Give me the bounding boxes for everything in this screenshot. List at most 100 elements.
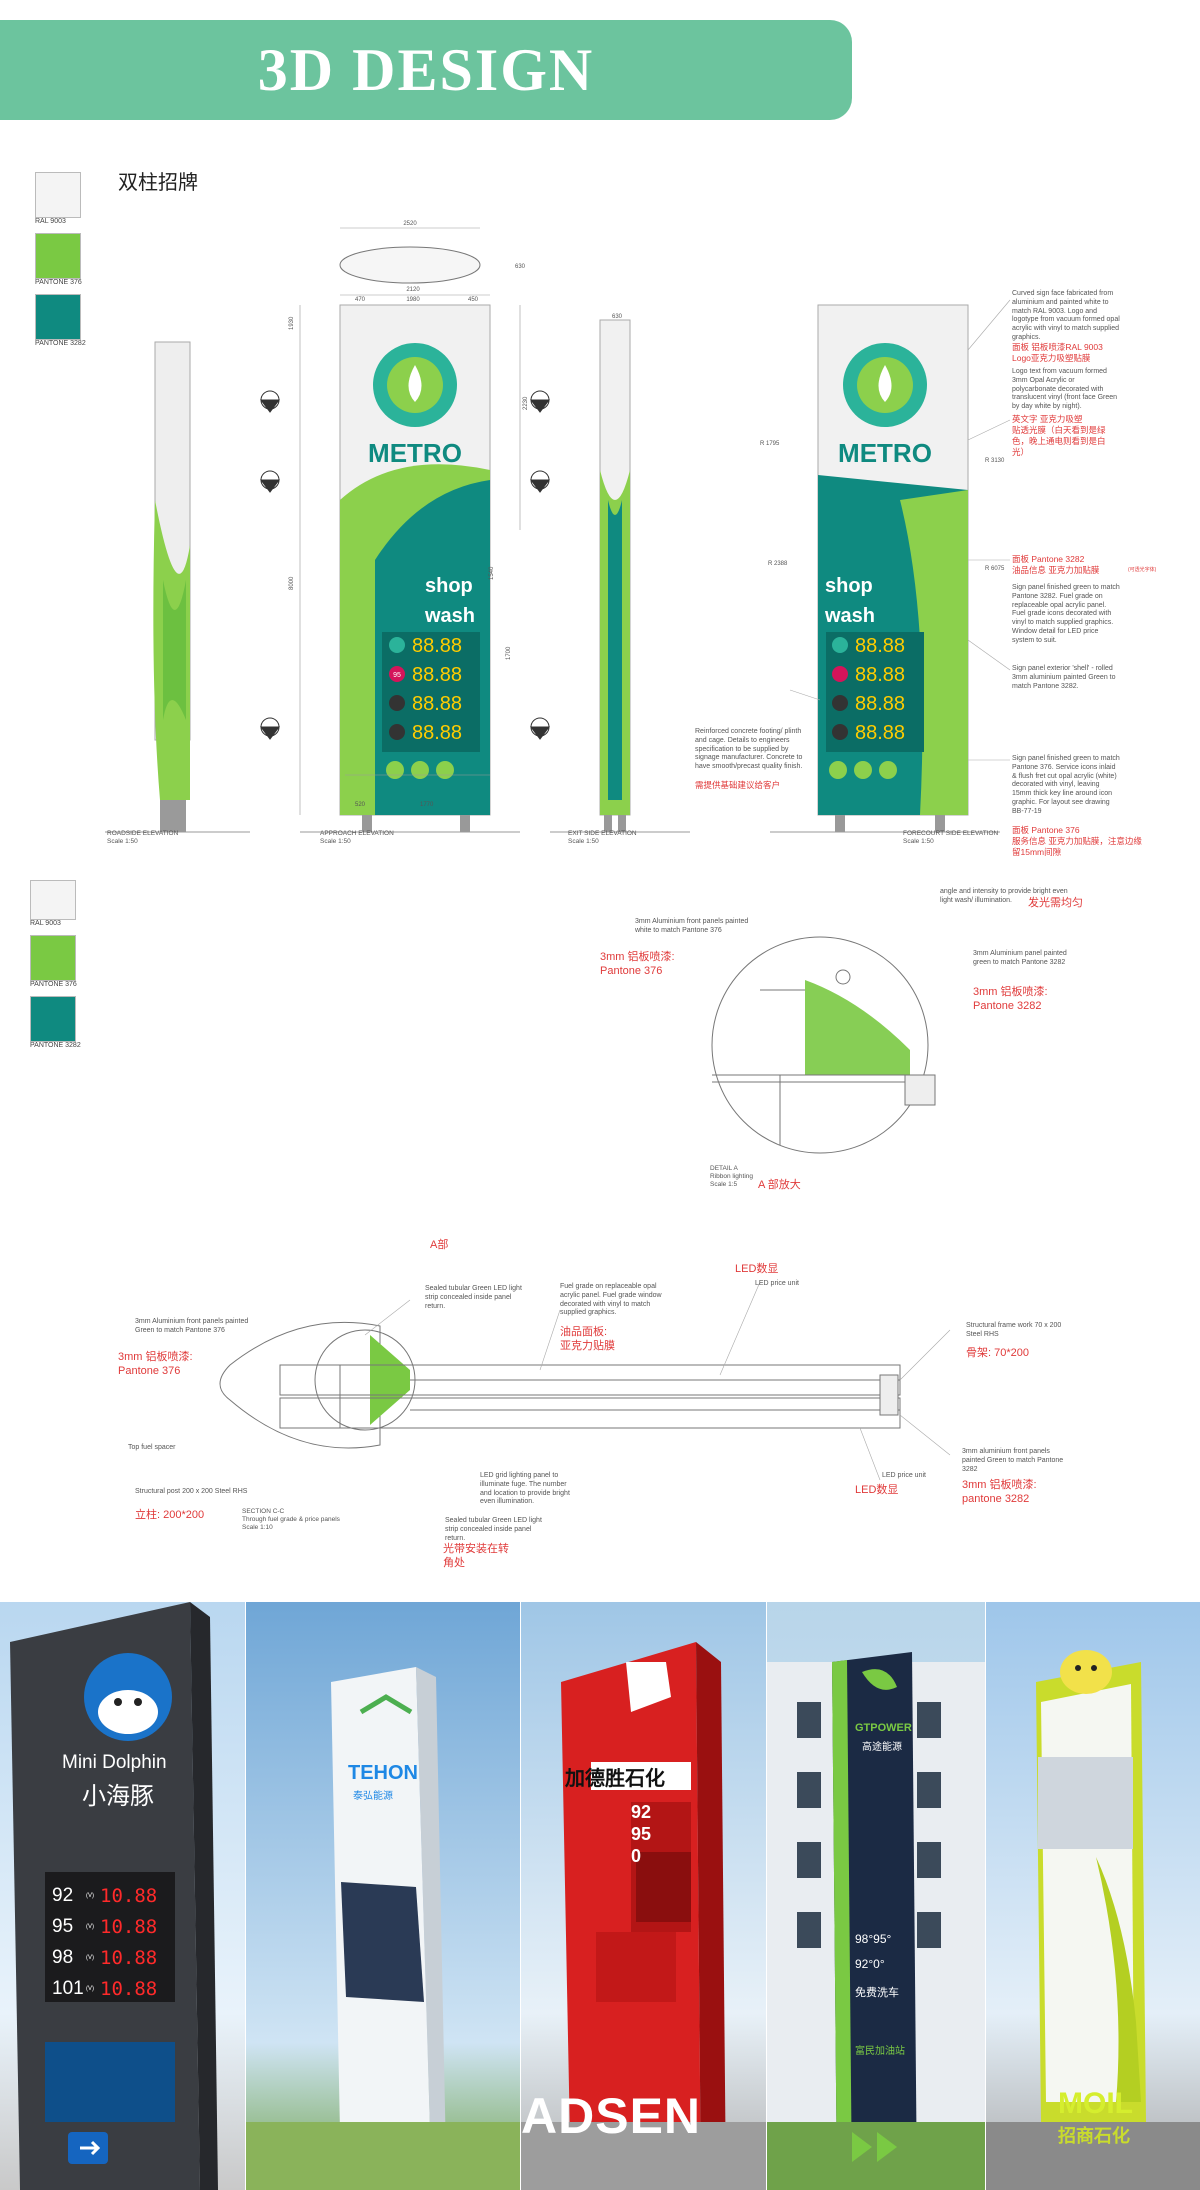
price-digit: 88.88 — [412, 722, 462, 744]
note-2-en: Logo text from vacuum formed 3mm Opal Ac… — [1012, 368, 1118, 410]
dimension-text: 1770 — [420, 802, 434, 808]
service-text: 免费洗车 — [855, 1987, 899, 1999]
sign-brand: METRO — [368, 438, 462, 468]
dimension-text: R 2388 — [768, 561, 788, 567]
section-caption: SECTION C-C Through fuel grade & price p… — [242, 1508, 340, 1531]
plan-view-ellipse — [339, 246, 481, 284]
dimension-text: 1700 — [506, 646, 512, 660]
sign-shop: shop — [425, 575, 473, 597]
note-1-zh: 面板 铝板喷漆RAL 9003 Logo亚克力吸塑贴膜 — [1012, 342, 1103, 364]
section-frame-zh: 骨架: 70*200 — [966, 1347, 1029, 1359]
caption-exit: EXIT SIDE ELEVATION Scale 1:50 — [568, 830, 637, 845]
fuel-price: 10.88 — [100, 1946, 158, 1969]
price-digit: 88.88 — [855, 635, 905, 657]
section-led2: LED数显 — [855, 1484, 899, 1496]
page-title: 3D DESIGN — [257, 36, 595, 103]
section-title: 双柱招牌 — [118, 172, 198, 194]
swatch-teal — [30, 996, 76, 1042]
dimension-text: 1930 — [289, 316, 295, 330]
brand-en: MOIL — [1058, 2087, 1133, 2120]
fuel-grade: 98 — [52, 1946, 74, 1968]
swatch-label: PANTONE 3282 — [30, 1042, 81, 1049]
dimension-text: 2230 — [523, 396, 529, 410]
price-row: 92 (V) 10.88 — [52, 1880, 172, 1911]
section-frame-en: Structural frame work 70 x 200 Steel RHS — [966, 1322, 1062, 1338]
section-led-grid-en: LED grid lighting panel to illuminate fu… — [480, 1472, 570, 1506]
price-row: 98 (V) 10.88 — [52, 1942, 172, 1973]
brand-en: GTPOWER — [855, 1722, 912, 1734]
exit-side-elevation: 630 — [599, 314, 631, 832]
section-top-fuel: Top fuel spacer — [128, 1444, 176, 1451]
section-led2-en: LED price unit — [882, 1472, 926, 1479]
swatch-label: RAL 9003 — [30, 920, 61, 927]
price-digit: 88.88 — [412, 693, 462, 715]
price-digit: 88.88 — [855, 693, 905, 715]
dimension-text: R 3130 — [985, 458, 1005, 464]
photo-gtpower: GTPOWER 高途能源 98°95° 92°0° 免费洗车 富民加油站 — [767, 1602, 985, 2190]
dimension-text: 470 — [355, 297, 366, 303]
fuel-grades-line1: 98°95° — [855, 1932, 892, 1946]
section-led1-en: LED price unit — [755, 1280, 799, 1287]
swatch-label: RAL 9003 — [35, 218, 66, 225]
brand-zh: 加德胜石化 — [565, 1768, 665, 1790]
section-post-en: Structural post 200 x 200 Steel RHS — [135, 1488, 248, 1495]
photo-mini-dolphin: Mini Dolphin 小海豚 92 (V) 10.88 95 (V) 10.… — [0, 1602, 245, 2190]
fuel-price: 10.88 — [100, 1884, 158, 1907]
section-markers — [260, 390, 550, 740]
section-post-zh: 立柱: 200*200 — [135, 1509, 205, 1521]
price-digit: 88.88 — [412, 635, 462, 657]
note-3-small: (可透光字体) — [1128, 567, 1157, 573]
brand-zh: 小海豚 — [82, 1783, 154, 1810]
section-right-en: 3mm aluminium front panels painted Green… — [962, 1448, 1064, 1473]
service-icons — [386, 761, 454, 779]
dimension-text: 450 — [468, 297, 479, 303]
dimension-lines — [299, 227, 521, 815]
swatch-label: PANTONE 376 — [30, 981, 77, 988]
note-3-zh: 面板 Pantone 3282 油品信息 亚克力加贴膜 — [1012, 554, 1100, 576]
swatch-label: PANTONE 376 — [35, 279, 82, 286]
sign-shop: shop — [825, 575, 873, 597]
swatch-column-bottom: RAL 9003 PANTONE 376 PANTONE 3282 — [30, 880, 81, 1049]
brand-zh: 泰弘能源 — [353, 1791, 393, 1802]
brand-en: Mini Dolphin — [62, 1752, 167, 1773]
dimension-text: 520 — [355, 802, 366, 808]
grade-badge: 95 — [393, 672, 401, 679]
fuel-grade: 101 — [52, 1977, 84, 1999]
section-left-en: 3mm Aluminium front panels painted Green… — [135, 1318, 249, 1334]
dimension-text: 8000 — [289, 576, 295, 590]
dimension-text: 630 — [612, 314, 623, 320]
price-panel: 95 88.88 88.88 88.88 88.88 — [382, 632, 480, 752]
detail-right-zh: 3mm 铝板喷漆: Pantone 3282 — [973, 986, 1048, 1013]
dimension-text: 630 — [515, 264, 526, 270]
section-sealed2-en: Sealed tubular Green LED light strip con… — [445, 1517, 542, 1542]
price-row: 101 (V) 10.88 — [52, 1973, 172, 2004]
forecourt-elevation: METRO shop wash 88.88 88.88 88.88 88.88 … — [760, 304, 1005, 832]
brand-zh: 招商石化 — [1058, 2126, 1130, 2146]
fuel-grade: 95 — [631, 1824, 652, 1844]
note-7-en: Reinforced concrete footing/ plinth and … — [695, 728, 803, 770]
fuel-price: 10.88 — [100, 1915, 158, 1938]
price-row: 95 (V) 10.88 — [52, 1911, 172, 1942]
swatch-white — [35, 172, 81, 218]
swatch-column-top: RAL 9003 PANTONE 376 PANTONE 3282 — [35, 172, 86, 347]
fuel-unit: (V) — [86, 1892, 94, 1899]
detail-caption-zh: A 部放大 — [758, 1179, 801, 1191]
swatch-white — [30, 880, 76, 920]
caption-approach: APPROACH ELEVATION Scale 1:50 — [320, 830, 394, 845]
caption-forecourt: FORECOURT SIDE ELEVATION Scale 1:50 — [903, 830, 999, 845]
note-1-en: Curved sign face fabricated from alumini… — [1012, 290, 1120, 341]
detail-right-en: 3mm Aluminium panel painted green to mat… — [973, 950, 1067, 966]
photo-jiadesheng: 加德胜石化 92 95 0 ADSEN — [521, 1602, 766, 2190]
swatch-green — [35, 233, 81, 279]
fuel-grade: 0 — [631, 1846, 642, 1866]
elevation-drawings: METRO shop wash 95 88.88 88.88 88.88 88.… — [105, 221, 1011, 833]
note-2-zh: 英文字 亚克力吸塑 贴透光膜（白天看到是绿 色，晚上通电则看到是白 光） — [1012, 414, 1106, 458]
header-banner: 3D DESIGN — [0, 20, 852, 120]
brand-zh: 高途能源 — [862, 1742, 902, 1753]
section-fuel-zh: 油品面板: 亚克力贴膜 — [560, 1326, 615, 1353]
dimension-text: 2120 — [406, 287, 420, 293]
fuel-grade: 92 — [52, 1884, 74, 1906]
note-6-en: Sign panel finished green to match Panto… — [1012, 755, 1120, 815]
detail-a-drawing — [711, 936, 936, 1154]
note-5-en: Sign panel exterior 'shell' - rolled 3mm… — [1012, 665, 1116, 690]
